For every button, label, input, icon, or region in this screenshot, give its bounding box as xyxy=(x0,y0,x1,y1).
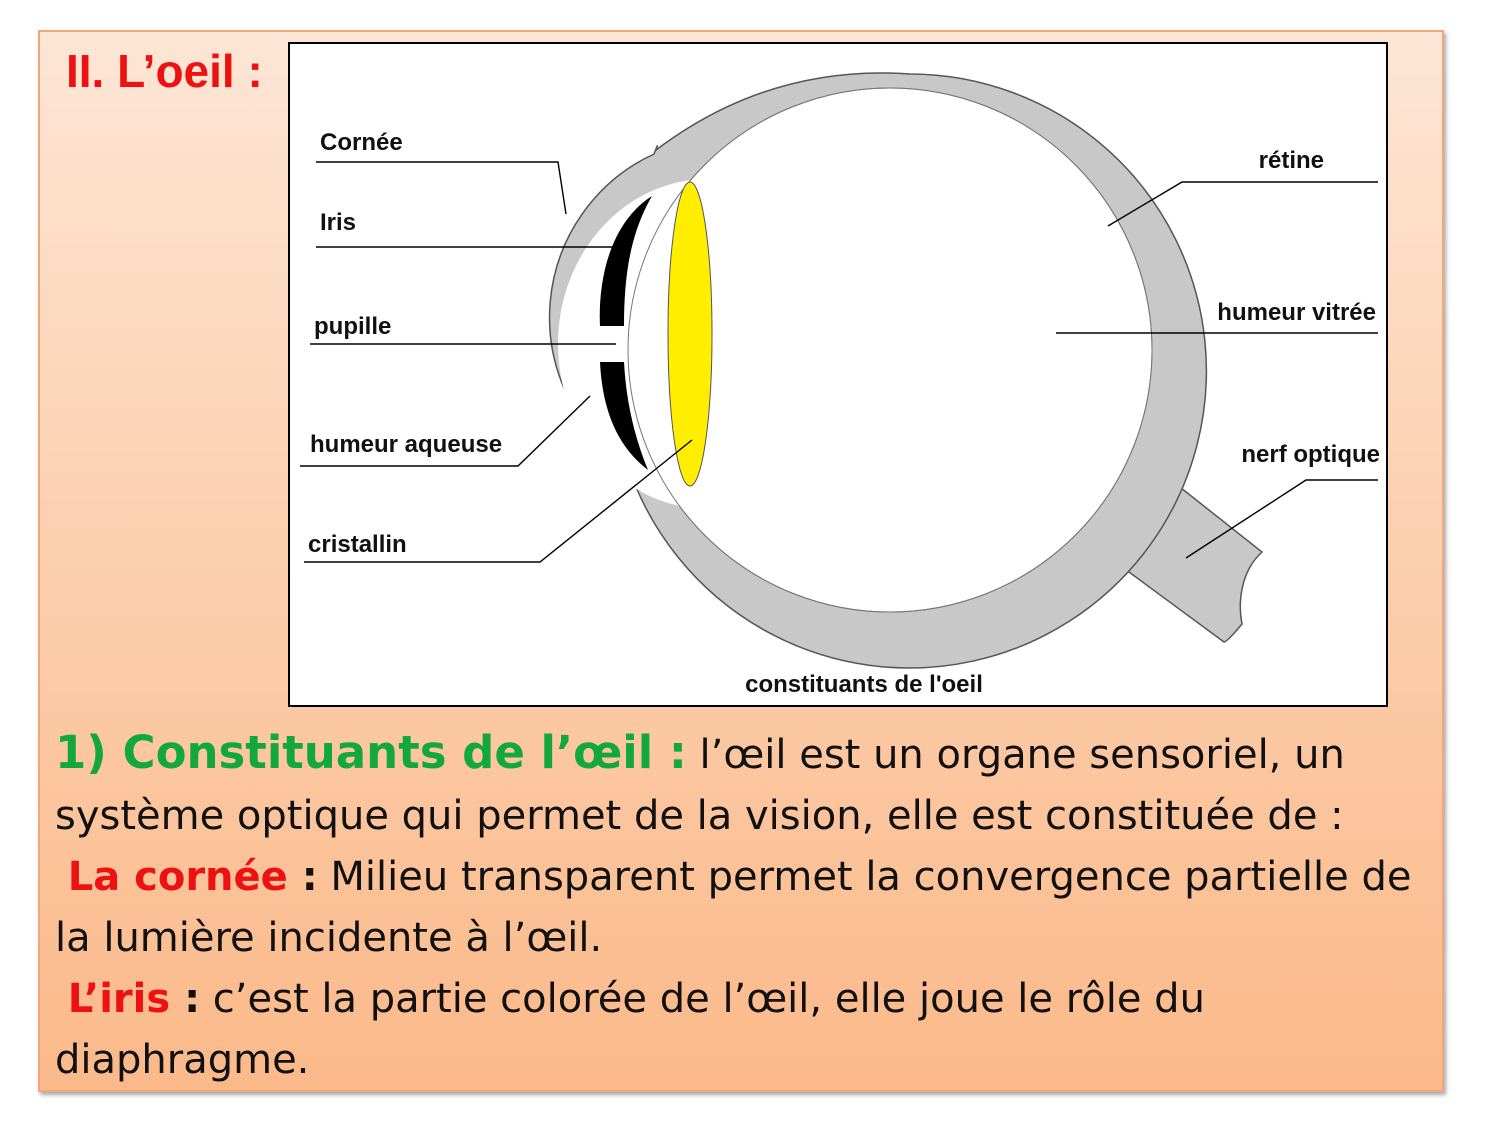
body-text: 1) Constituants de l’œil : l’œil est un … xyxy=(55,722,1435,1091)
label-vitreous-humor: humeur vitrée xyxy=(1217,299,1376,326)
intro-text-1: l’œil est un organe sensoriel, un xyxy=(686,732,1345,778)
term-iris-colon: : xyxy=(170,976,201,1022)
label-lens: cristallin xyxy=(308,531,407,558)
body-line-5: L’iris : c’est la partie colorée de l’œi… xyxy=(55,969,1435,1030)
retina-leader xyxy=(1107,181,1378,227)
subsection-heading: 1) Constituants de l’œil : xyxy=(55,726,687,779)
body-line-2: système optique qui permet de la vision,… xyxy=(55,786,1435,847)
figure-caption: constituants de l'oeil xyxy=(745,671,983,698)
optic-nerve-leader xyxy=(1185,479,1378,559)
term-iris: L’iris xyxy=(67,976,171,1022)
eye-diagram-figure: Cornée Iris pupille humeur aqueuse crist… xyxy=(288,42,1388,707)
lens-shape xyxy=(667,181,713,487)
iris-definition-1: c’est la partie colorée de l’œil, elle j… xyxy=(200,976,1205,1022)
label-iris: Iris xyxy=(320,209,356,236)
iris-lower-shape xyxy=(600,362,648,470)
aqueous-leader xyxy=(300,395,591,467)
intro-text-2: système optique qui permet de la vision,… xyxy=(55,793,1344,839)
eye-diagram: Cornée Iris pupille humeur aqueuse crist… xyxy=(300,72,1380,698)
label-cornea: Cornée xyxy=(320,129,403,156)
label-retina: rétine xyxy=(1259,147,1324,174)
cornea-definition-1: Milieu transparent permet la convergence… xyxy=(317,854,1412,900)
label-optic-nerve: nerf optique xyxy=(1241,441,1380,468)
label-aqueous-humor: humeur aqueuse xyxy=(310,431,502,458)
body-line-1: 1) Constituants de l’œil : l’œil est un … xyxy=(55,722,1435,786)
iris-definition-2: diaphragme. xyxy=(55,1037,310,1083)
label-pupil: pupille xyxy=(314,313,391,340)
body-line-6: diaphragme. xyxy=(55,1030,1435,1091)
iris-upper-shape xyxy=(599,196,652,326)
cornea-leader xyxy=(316,161,567,215)
term-cornea-colon: : xyxy=(287,854,318,900)
lens-leader xyxy=(304,439,693,563)
term-cornea: La cornée xyxy=(67,854,288,900)
cornea-definition-2: la lumière incidente à l’œil. xyxy=(55,915,603,961)
body-line-4: la lumière incidente à l’œil. xyxy=(55,908,1435,969)
body-line-3: La cornée : Milieu transparent permet la… xyxy=(55,847,1435,908)
section-title: II. L’oeil : xyxy=(66,45,263,97)
